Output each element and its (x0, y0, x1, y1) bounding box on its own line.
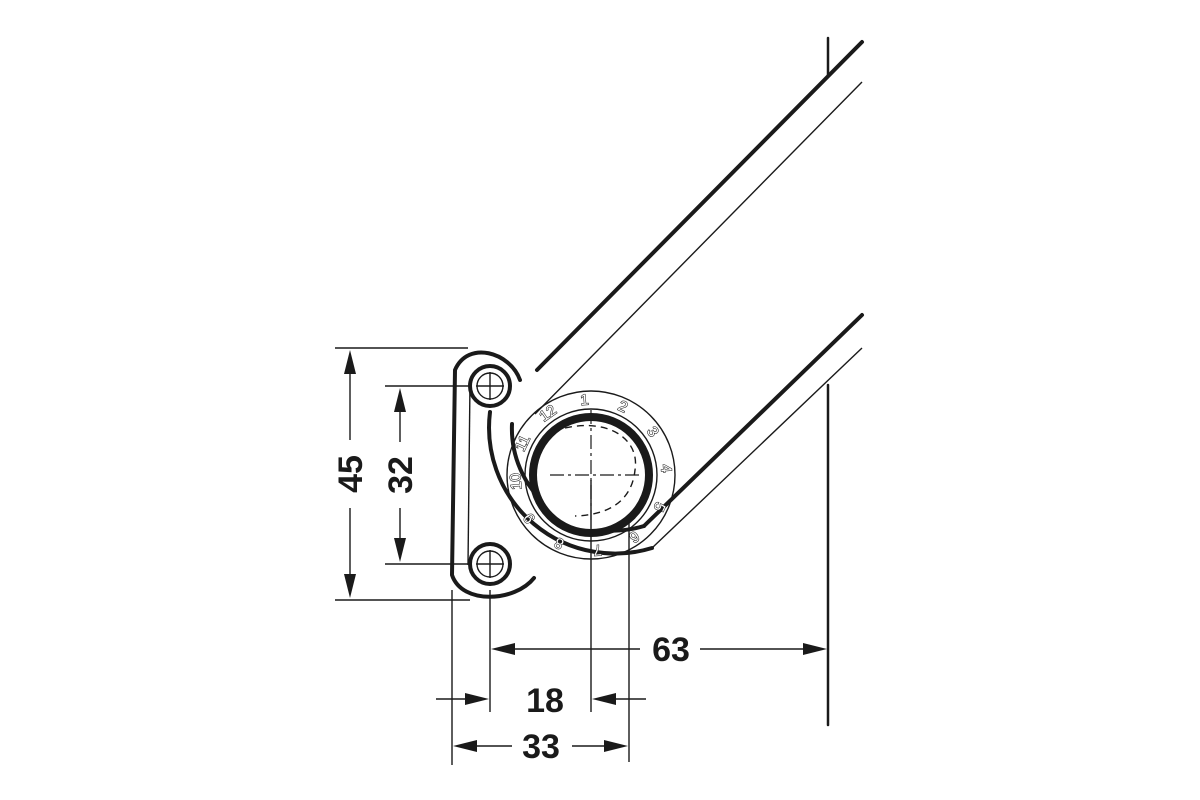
lower-screw-hole (468, 542, 512, 586)
dimension-45: 45 (332, 350, 370, 598)
dimension-label-32: 32 (382, 456, 420, 494)
upper-screw-hole (468, 364, 512, 408)
dial-number: 1 (580, 391, 590, 409)
dial-number: 11 (512, 433, 534, 454)
dimension-33: 33 (453, 728, 628, 766)
dial-number: 2 (615, 398, 630, 417)
dimension-label-33: 33 (522, 728, 560, 766)
dial-number: 7 (593, 541, 603, 559)
extension-lines (335, 347, 630, 765)
dimension-32: 32 (382, 388, 420, 562)
dimension-label-45: 45 (332, 455, 370, 493)
dimension-18: 18 (436, 682, 646, 720)
dimension-label-18: 18 (526, 682, 564, 720)
dial-number: 12 (536, 402, 559, 425)
dimension-63: 63 (491, 631, 827, 669)
dial-number: 4 (657, 464, 675, 474)
dial-number: 10 (507, 472, 525, 490)
dimension-label-63: 63 (652, 631, 690, 669)
